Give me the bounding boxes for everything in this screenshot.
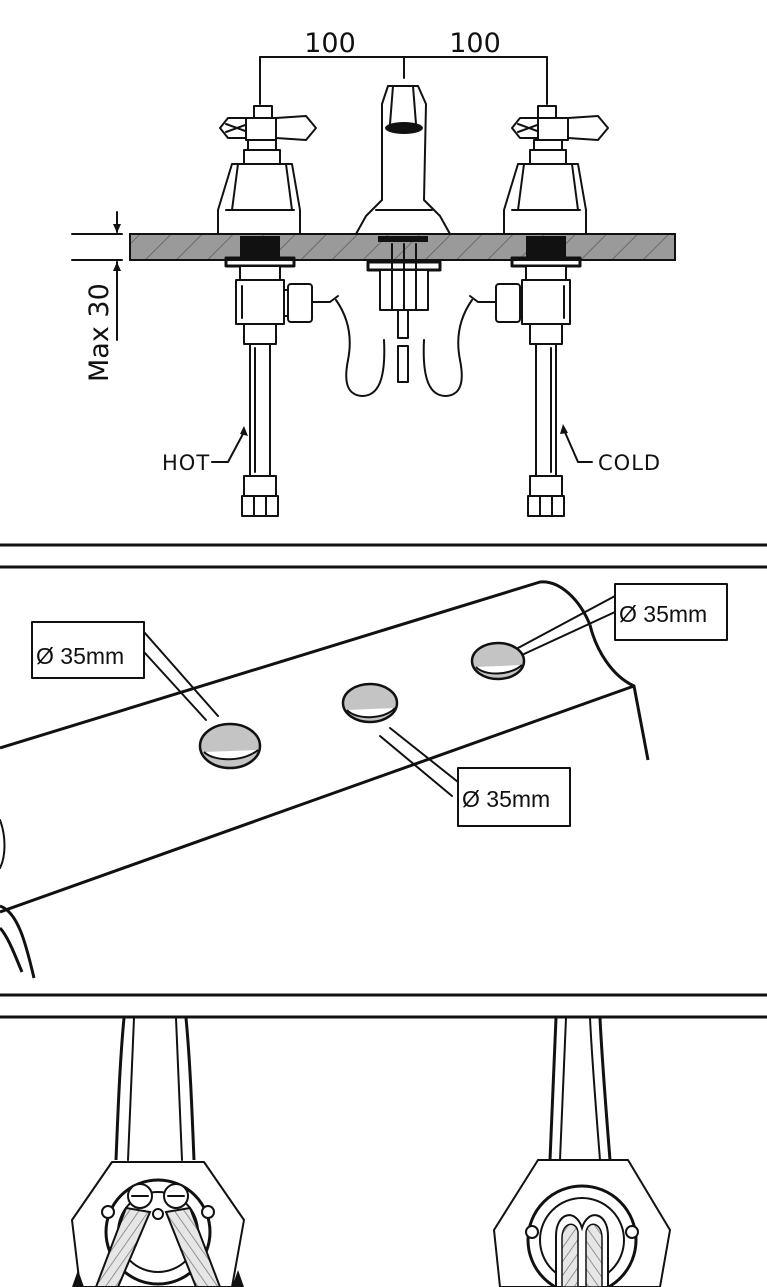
- tap-elevation-panel: 100 100 Max 30: [71, 28, 676, 517]
- hose-assembly-right: [493, 1017, 671, 1287]
- hot-label-group: HOT: [162, 426, 248, 475]
- callout-hole-center: Ø 35mm: [379, 727, 571, 827]
- dimension-left-label: 100: [304, 28, 356, 59]
- hole-right-label: Ø 35mm: [619, 601, 707, 627]
- callout-hole-right: Ø 35mm: [517, 583, 728, 655]
- hose-assembly-left: [71, 1017, 245, 1287]
- center-spout: [355, 85, 451, 383]
- cold-label: COLD: [598, 451, 661, 475]
- cold-tap: [422, 105, 609, 517]
- width-dimension: 100 100: [259, 28, 548, 105]
- hole-left-label: Ø 35mm: [36, 643, 124, 669]
- hot-tap: [217, 105, 386, 517]
- hole-center-label: Ø 35mm: [462, 786, 550, 812]
- drill-hole-left: [198, 722, 262, 770]
- callout-hole-left: Ø 35mm: [31, 621, 219, 721]
- hose-detail-panel: [71, 1017, 671, 1287]
- max-depth-dimension: Max 30: [71, 211, 123, 382]
- hot-label: HOT: [162, 451, 210, 475]
- countertop-section: [129, 233, 676, 261]
- cold-label-group: COLD: [560, 424, 661, 475]
- max-depth-label: Max 30: [84, 283, 115, 382]
- drilling-panel: Ø 35mm Ø 35mm Ø 35mm: [0, 580, 728, 979]
- dimension-right-label: 100: [449, 28, 501, 59]
